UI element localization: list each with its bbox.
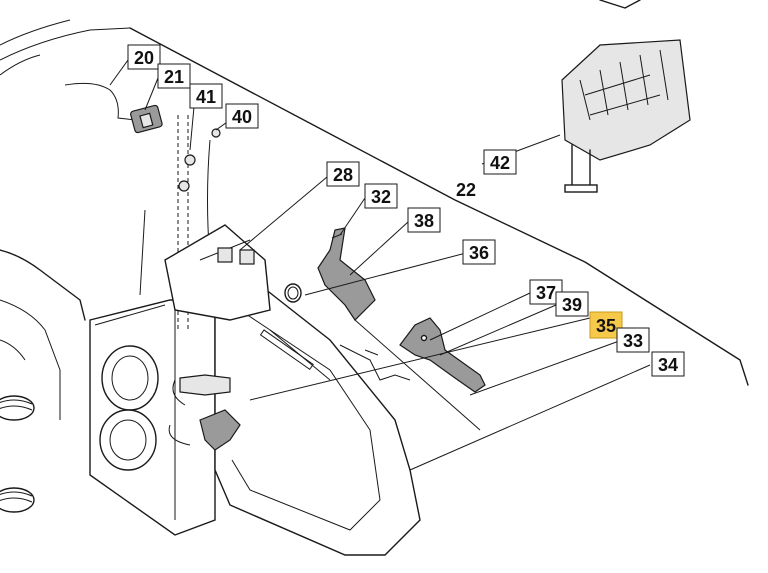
main-housing: [89, 299, 216, 536]
part-label-42: 42: [490, 153, 510, 173]
safety-lever: [317, 227, 376, 321]
part-label-35: 35: [596, 316, 616, 336]
callout-33: 33: [616, 327, 650, 353]
part-label-28: 28: [333, 165, 353, 185]
part-label-36: 36: [469, 243, 489, 263]
callout-40: 40: [225, 103, 259, 129]
callout-20: 20: [127, 44, 161, 70]
callout-36: 36: [462, 239, 496, 265]
inner-connectors: [168, 374, 241, 451]
part-label-33: 33: [623, 331, 643, 351]
part-label-41: 41: [196, 87, 216, 107]
part-label-21: 21: [164, 67, 184, 87]
vent-slots: [0, 395, 35, 513]
switch-and-wires: [64, 82, 221, 330]
part-label-38: 38: [414, 211, 434, 231]
callout-42: 42: [483, 149, 517, 175]
spring-part: [284, 283, 302, 303]
part-label-32: 32: [371, 187, 391, 207]
callout-32: 32: [364, 183, 398, 209]
callout-39: 39: [555, 291, 589, 317]
trigger-lever: [399, 317, 486, 393]
part-label-40: 40: [232, 107, 252, 127]
wire-clip: [339, 344, 411, 381]
part-label-39: 39: [562, 295, 582, 315]
part-label-34: 34: [658, 355, 678, 375]
handle-guard: [214, 283, 421, 556]
cell-pack: [561, 39, 691, 193]
callout-41: 41: [189, 83, 223, 109]
callout-28: 28: [326, 161, 360, 187]
bracket-part: [164, 224, 271, 321]
part-label-37: 37: [536, 283, 556, 303]
label-22: 22: [456, 180, 476, 200]
callout-21: 21: [157, 63, 191, 89]
machine-body-outline: [0, 0, 749, 420]
callout-38: 38: [407, 207, 441, 233]
callout-34: 34: [651, 351, 685, 377]
part-label-22: 22: [456, 180, 476, 200]
part-label-20: 20: [134, 48, 154, 68]
